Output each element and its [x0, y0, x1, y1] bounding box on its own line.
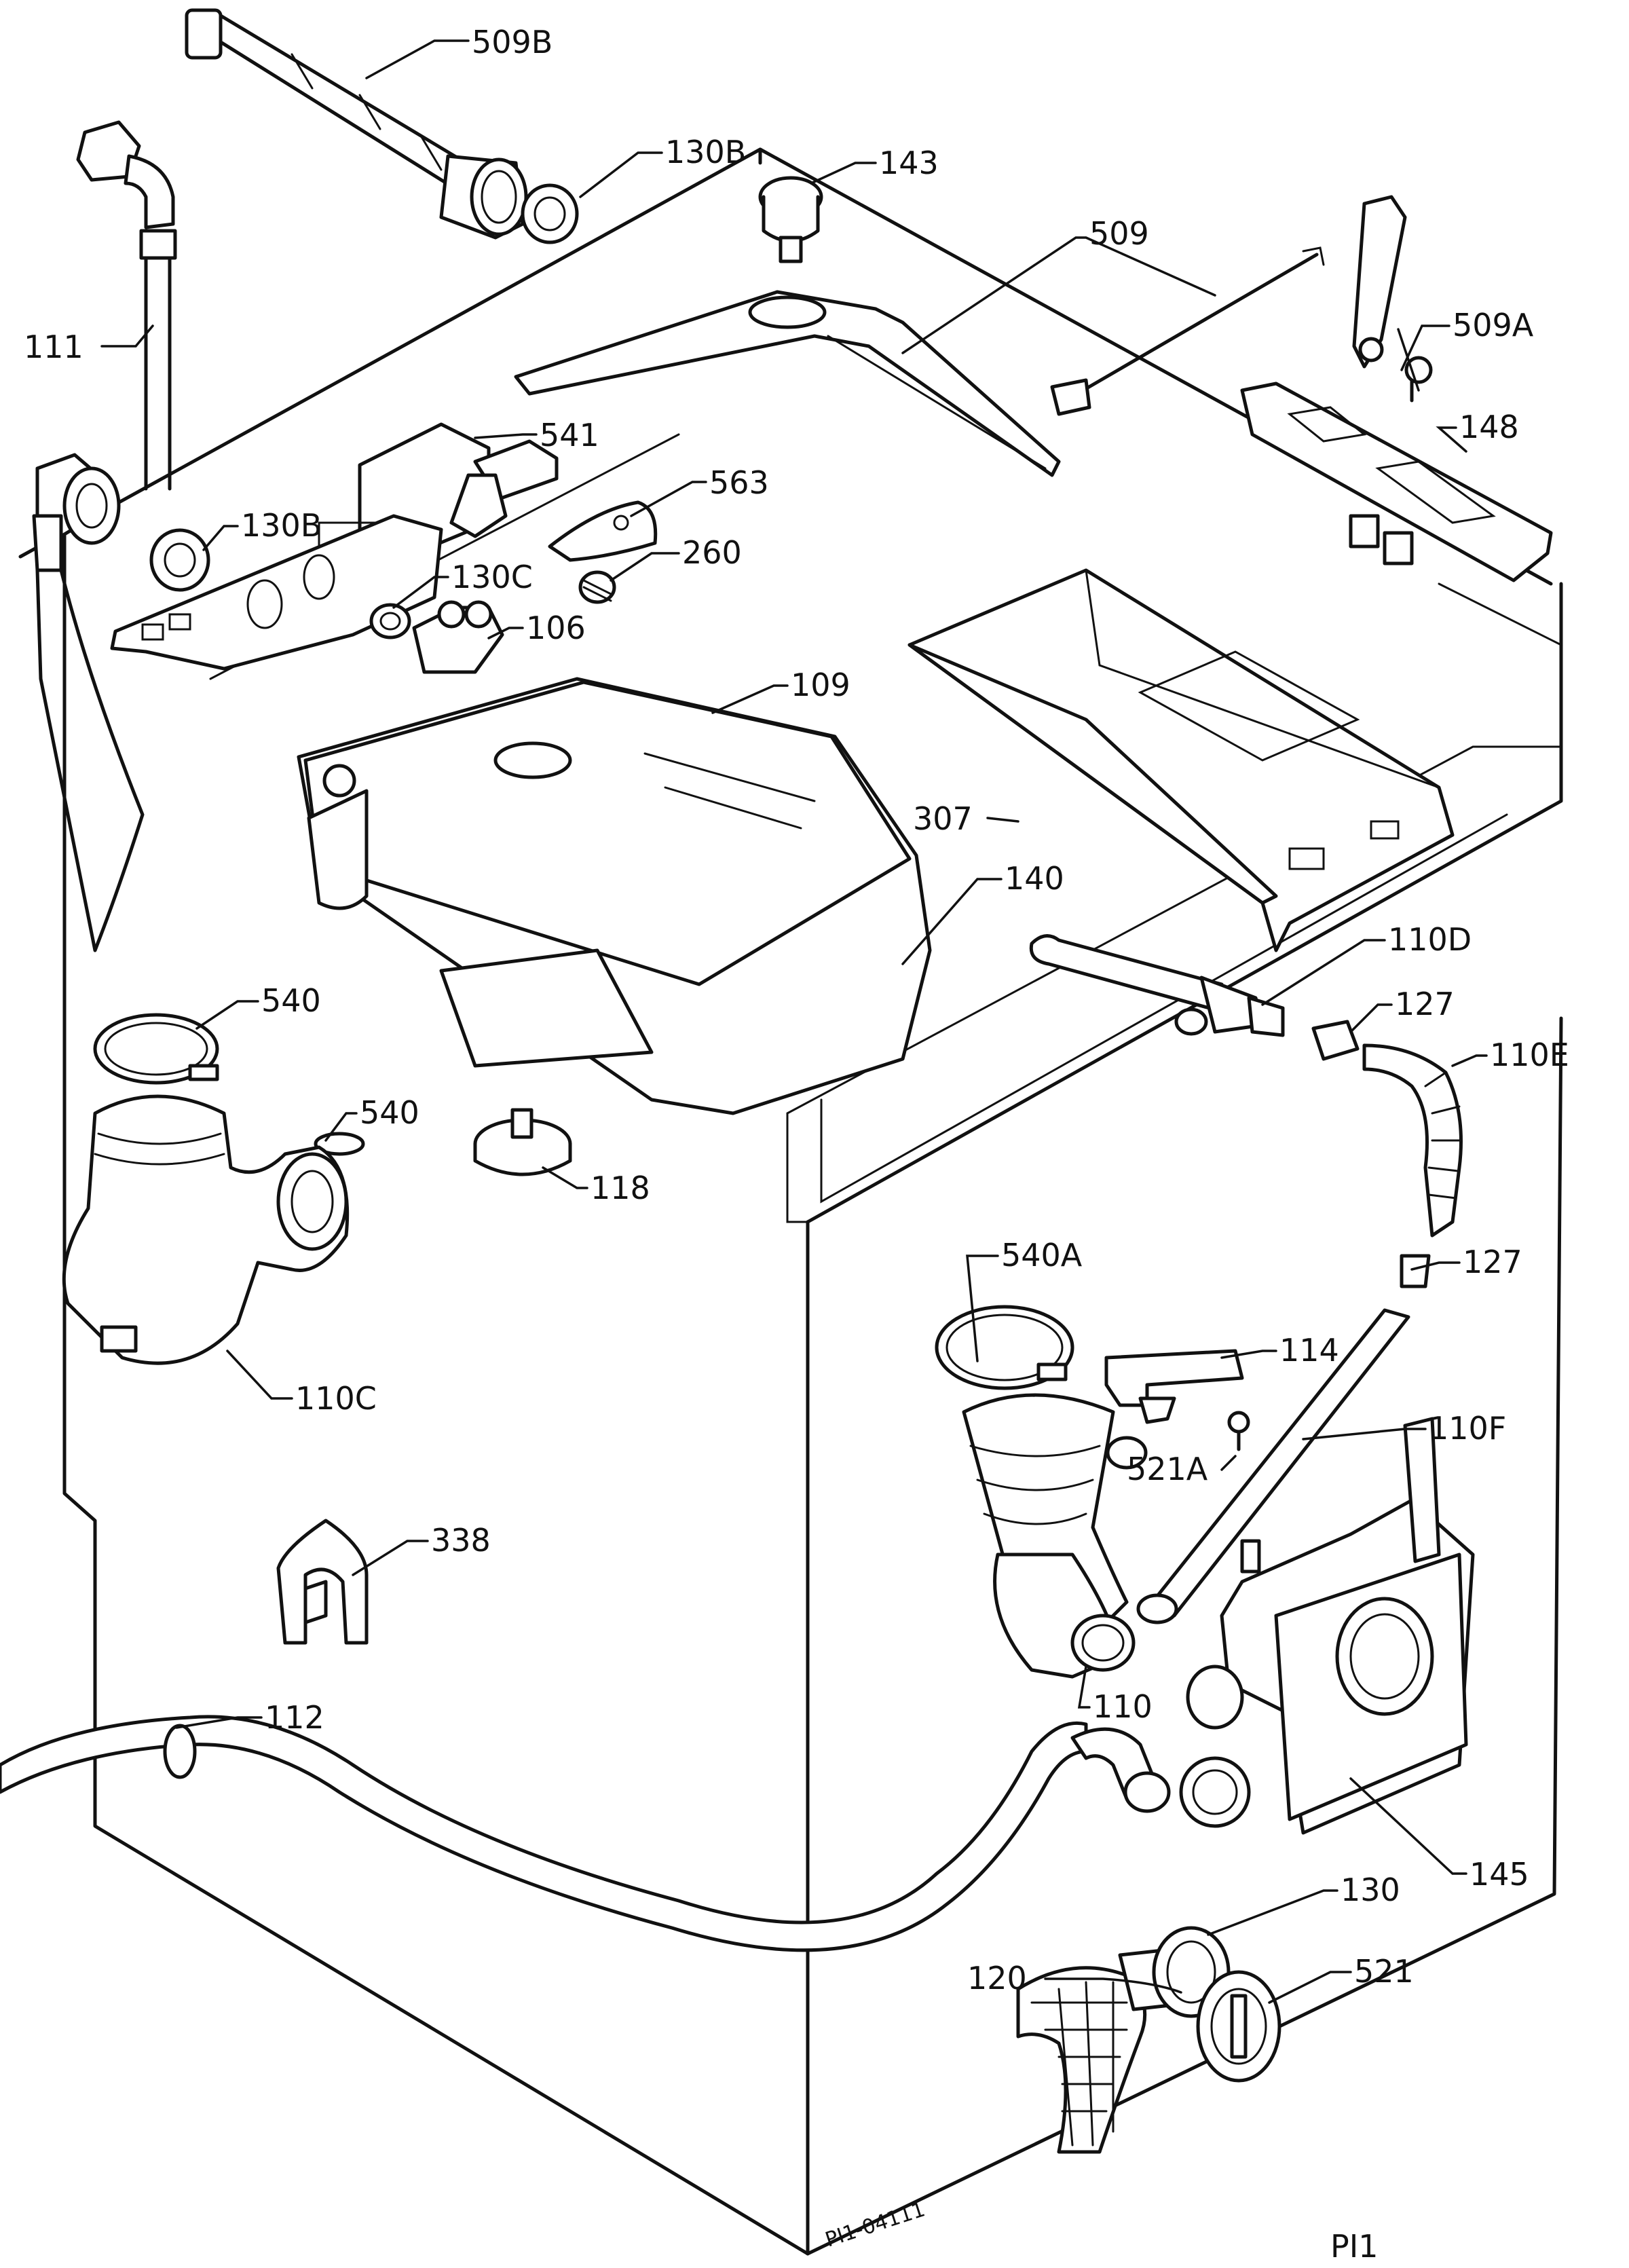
part-dispenser-bracket: [110, 514, 443, 671]
part-509a-lever: [1352, 195, 1433, 403]
label-110f: 110F: [1429, 1410, 1506, 1447]
label-145: 145: [1469, 1856, 1529, 1893]
label-148: 148: [1459, 409, 1519, 445]
part-563-cover: [548, 500, 658, 562]
part-110-bellows: [962, 1393, 1148, 1679]
label-127-top: 127: [1395, 986, 1455, 1022]
label-540-top: 540: [261, 982, 321, 1019]
label-509b: 509B: [472, 24, 553, 60]
label-143: 143: [879, 145, 939, 181]
label-521a: 521A: [1127, 1451, 1208, 1487]
part-509-rod: [1050, 246, 1325, 416]
label-127-mid: 127: [1463, 1244, 1522, 1280]
label-260: 260: [682, 534, 742, 571]
label-130c: 130C: [451, 559, 533, 595]
label-540-mid: 540: [360, 1094, 419, 1131]
part-143-knob: [758, 176, 823, 263]
part-130b-washer-mid: [149, 528, 210, 592]
part-540-clamp-top: [93, 1013, 219, 1085]
label-114: 114: [1279, 1332, 1339, 1369]
part-521-cap: [1196, 1970, 1281, 2083]
plate-id: PI1: [1330, 2228, 1379, 2265]
part-540a-clamp: [935, 1305, 1074, 1390]
part-148-handle: [1240, 382, 1553, 582]
label-509a: 509A: [1453, 307, 1534, 343]
part-130b-washer-top: [521, 183, 579, 244]
part-114-bracket: [1104, 1349, 1244, 1424]
part-509b-inlet-hose: [185, 8, 528, 240]
part-509-bracket: [514, 290, 1061, 477]
label-140: 140: [1005, 860, 1064, 897]
part-110e-hose: [1362, 1043, 1463, 1238]
part-127-clamp-top: [1311, 1020, 1360, 1061]
leader-lines: [100, 39, 1488, 2004]
label-509: 509: [1089, 215, 1149, 252]
part-127-clamp-mid: [1400, 1254, 1431, 1288]
drawing-code-stamp: PI1-04111: [823, 2197, 929, 2252]
label-130b-mid: 130B: [241, 507, 322, 544]
part-106-valve: [412, 600, 504, 674]
part-109-dispenser-housing: [297, 677, 932, 1115]
part-111-inlet-hose: [32, 120, 177, 952]
label-130b-top: 130B: [665, 134, 746, 170]
label-106: 106: [526, 610, 586, 646]
label-110c: 110C: [295, 1380, 377, 1417]
label-521: 521: [1354, 1953, 1414, 1990]
part-307-drawer: [907, 568, 1455, 952]
label-540a: 540A: [1001, 1237, 1083, 1274]
label-130: 130: [1341, 1872, 1400, 1908]
label-112: 112: [265, 1699, 324, 1736]
part-110d-hose: [1029, 934, 1285, 1037]
callout-labels: 509B 130B 143 509 509A 111 148 541 563 1…: [24, 24, 1569, 1996]
part-110c-sump-boot: [62, 1094, 350, 1365]
label-110d: 110D: [1388, 921, 1472, 958]
part-130c-fitting: [369, 603, 411, 639]
label-110e: 110E: [1490, 1037, 1569, 1073]
label-338: 338: [431, 1522, 491, 1559]
part-110f-hose: [1136, 1308, 1410, 1624]
part-521a-screw: [1227, 1411, 1250, 1451]
label-111: 111: [24, 329, 83, 365]
label-563: 563: [709, 464, 769, 501]
label-541: 541: [540, 417, 599, 453]
part-112-drain-hose: [0, 1715, 1171, 1952]
label-110: 110: [1093, 1688, 1153, 1725]
label-120: 120: [967, 1960, 1027, 1996]
label-307: 307: [913, 800, 973, 837]
label-109: 109: [791, 667, 850, 703]
part-145-pump: [1179, 1417, 1475, 1835]
part-260-spring: [578, 570, 616, 604]
part-338-clip: [276, 1519, 369, 1645]
part-118-gear: [473, 1108, 572, 1176]
label-118: 118: [591, 1170, 650, 1206]
